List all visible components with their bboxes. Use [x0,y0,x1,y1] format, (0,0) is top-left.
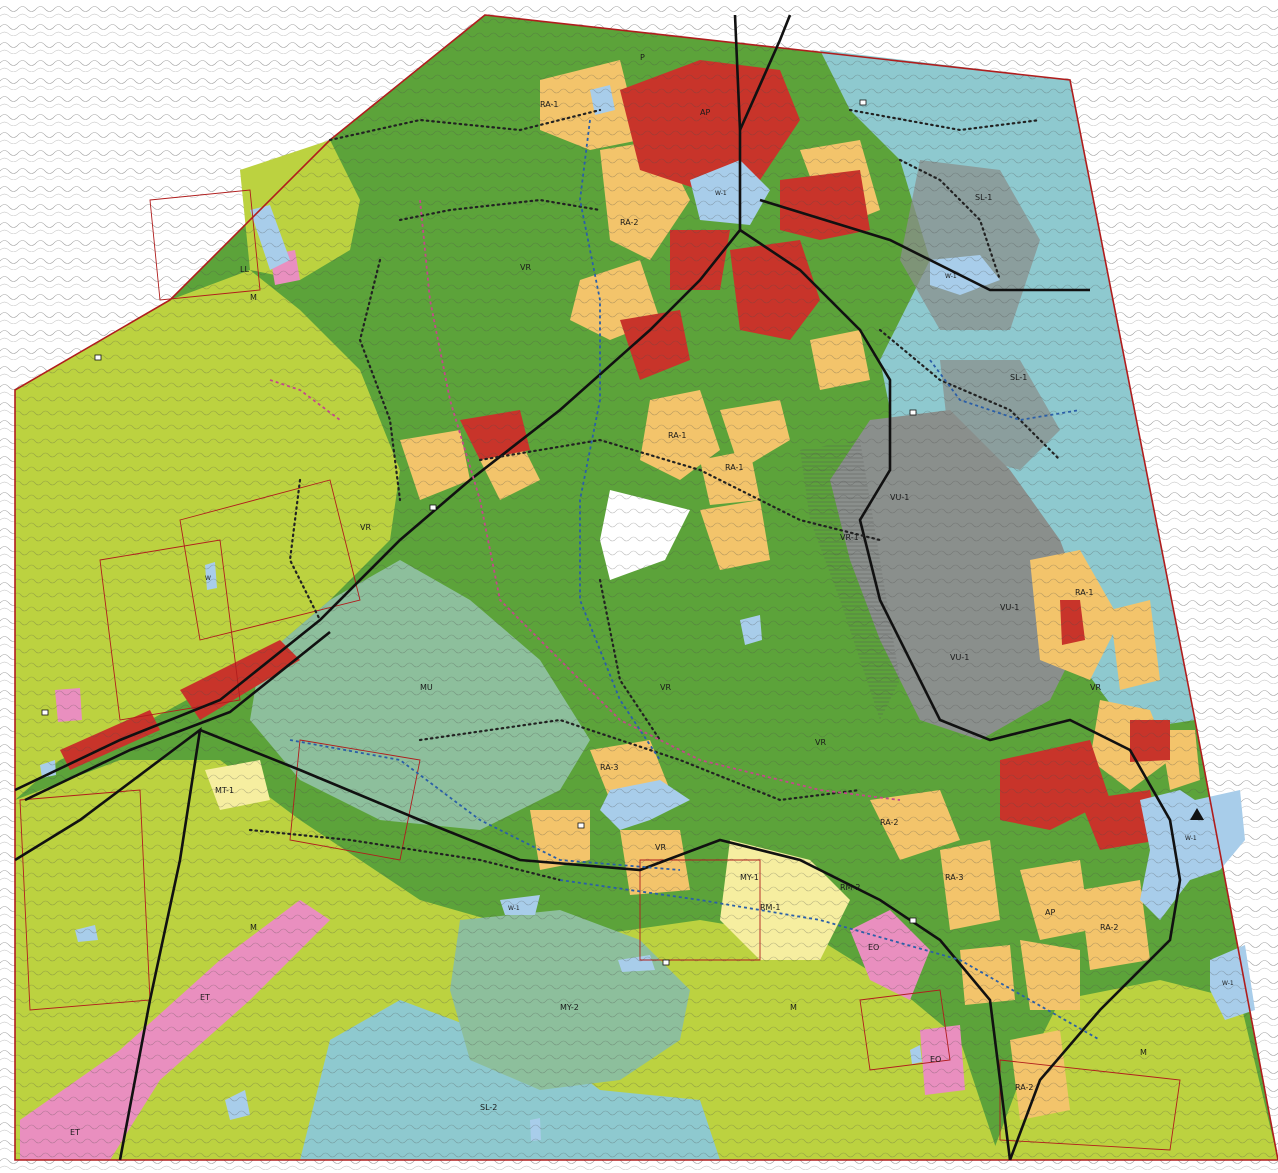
label-vr-1: VR [520,263,531,272]
label-w: W [205,575,211,582]
label-vr-4: VR [655,843,666,852]
label-ra-2: RA-2 [620,218,639,227]
main-roads [14,14,1182,1161]
label-ra-3: RA-3 [945,873,964,882]
label-w-1d: W-1 [1222,980,1234,987]
label-vu-1: VU-1 [890,493,909,502]
label-vu-1c: VU-1 [950,653,969,662]
label-ap: AP [700,108,710,117]
label-ra-1c: RA-1 [1075,588,1094,597]
label-vr-5: VR [360,523,371,532]
label-m-1: M [250,293,257,302]
label-ra-2b: RA-2 [1100,923,1119,932]
label-mt-1: MT-1 [215,786,234,795]
label-eo: EO [868,943,879,952]
property-lines [19,189,1181,1151]
label-sl-2: SL-2 [480,1103,497,1112]
label-ap-2: AP [1045,908,1055,917]
label-m-2: M [250,923,257,932]
label-ra-3b: RA-3 [600,763,619,772]
plan-contour-overlay [15,15,1278,1160]
label-et: ET [200,993,210,1002]
label-vr-6: VR [1090,683,1101,692]
label-ra-1b: RA-1 [668,431,687,440]
label-p: P [640,53,645,62]
label-m-4: M [1140,1048,1147,1057]
label-eo-2: EO [930,1055,941,1064]
label-rm-2: RM-2 [840,883,860,892]
label-mu: MU [420,683,433,692]
landmark-triangle-icon [1190,808,1204,820]
label-vu-1b: VU-1 [1000,603,1019,612]
label-sl-1b: SL-1 [1010,373,1027,382]
label-ra-2d: RA-2 [1015,1083,1034,1092]
label-vr-1-gray: VR-1 [840,533,859,542]
label-ra-1d: RA-1 [725,463,744,472]
building-markers [41,99,917,966]
trails [248,108,1062,882]
label-rm-1: RM-1 [760,903,780,912]
label-my-1: MY-1 [740,873,759,882]
label-et-2: ET [70,1128,80,1137]
label-vr-2: VR [660,683,671,692]
label-w-1: W-1 [715,190,727,197]
label-w-1c: W-1 [1185,835,1197,842]
label-my-2: MY-2 [560,1003,579,1012]
label-sl-1: SL-1 [975,193,992,202]
plan-boundary [14,14,1278,1161]
proposed-routes [269,119,1101,1041]
label-w-1b: W-1 [945,273,957,280]
zone-labels: RA-1 RA-2 RA-3 RA-1 RA-2 RA-1 RA-3 RA-2 … [70,53,1234,1137]
label-ra-1: RA-1 [540,100,559,109]
label-w-1e: W-1 [508,905,520,912]
label-m-3: M [790,1003,797,1012]
label-vr-3: VR [815,738,826,747]
label-ll: LL [240,265,249,274]
label-ra-2c: RA-2 [880,818,899,827]
